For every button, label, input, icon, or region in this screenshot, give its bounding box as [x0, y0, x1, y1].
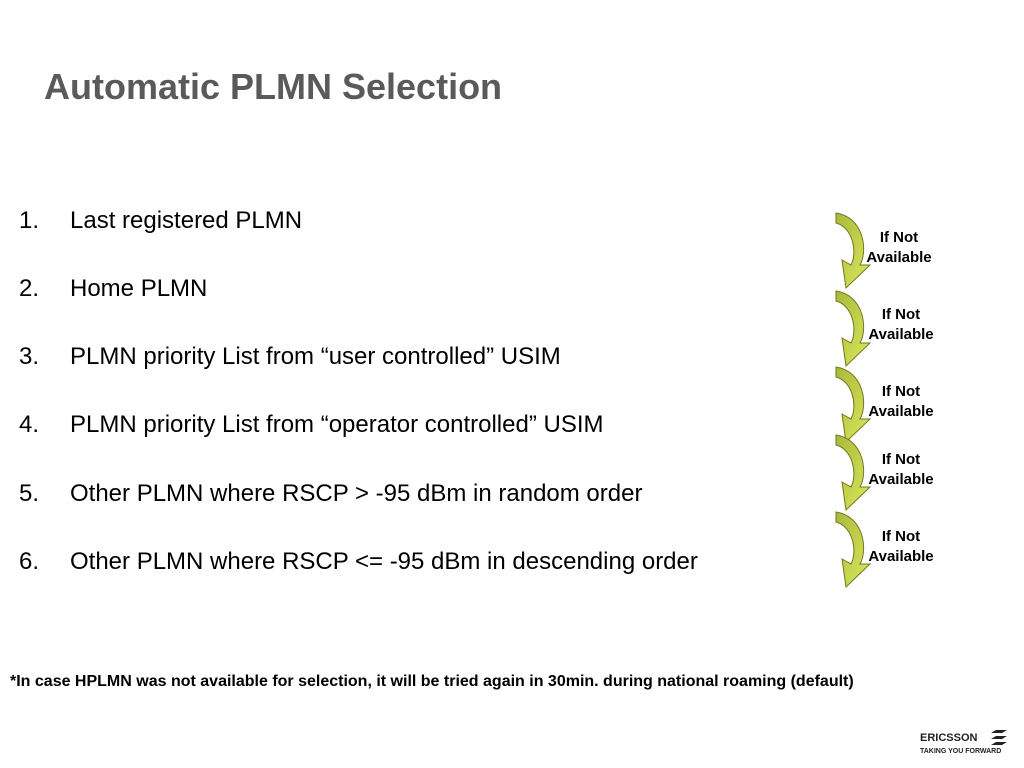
list-item-text: Home PLMN — [70, 275, 208, 302]
if-not-available-label: If Not Available — [868, 306, 934, 343]
ericsson-mark-icon — [991, 730, 1007, 745]
ericsson-logo: ERICSSON TAKING YOU FORWARD — [918, 728, 1014, 760]
list-item-text: Other PLMN where RSCP > -95 dBm in rando… — [70, 480, 643, 507]
list-item-text: Other PLMN where RSCP <= -95 dBm in desc… — [70, 548, 698, 575]
list-item-number: 2. — [19, 275, 40, 302]
list-item-number: 1. — [19, 207, 40, 234]
logo-tagline: TAKING YOU FORWARD — [920, 748, 1002, 755]
logo-wordmark: ERICSSON — [920, 732, 978, 744]
list-item-number: 5. — [19, 480, 40, 507]
list-item-text: Last registered PLMN — [70, 207, 303, 234]
if-not-available-label: If Not Available — [868, 451, 934, 488]
footnote: *In case HPLMN was not available for sel… — [10, 673, 854, 690]
list-item-number: 6. — [19, 548, 40, 575]
list-item-number: 4. — [19, 411, 40, 438]
slide-title: Automatic PLMN Selection — [44, 66, 503, 107]
list-item-text: PLMN priority List from “operator contro… — [70, 411, 604, 438]
if-not-available-label: If Not Available — [868, 528, 934, 565]
list-item-number: 3. — [19, 343, 40, 370]
if-not-available-label: If Not Available — [866, 229, 932, 266]
list-item-text: PLMN priority List from “user controlled… — [70, 343, 561, 370]
if-not-available-label: If Not Available — [868, 383, 934, 420]
